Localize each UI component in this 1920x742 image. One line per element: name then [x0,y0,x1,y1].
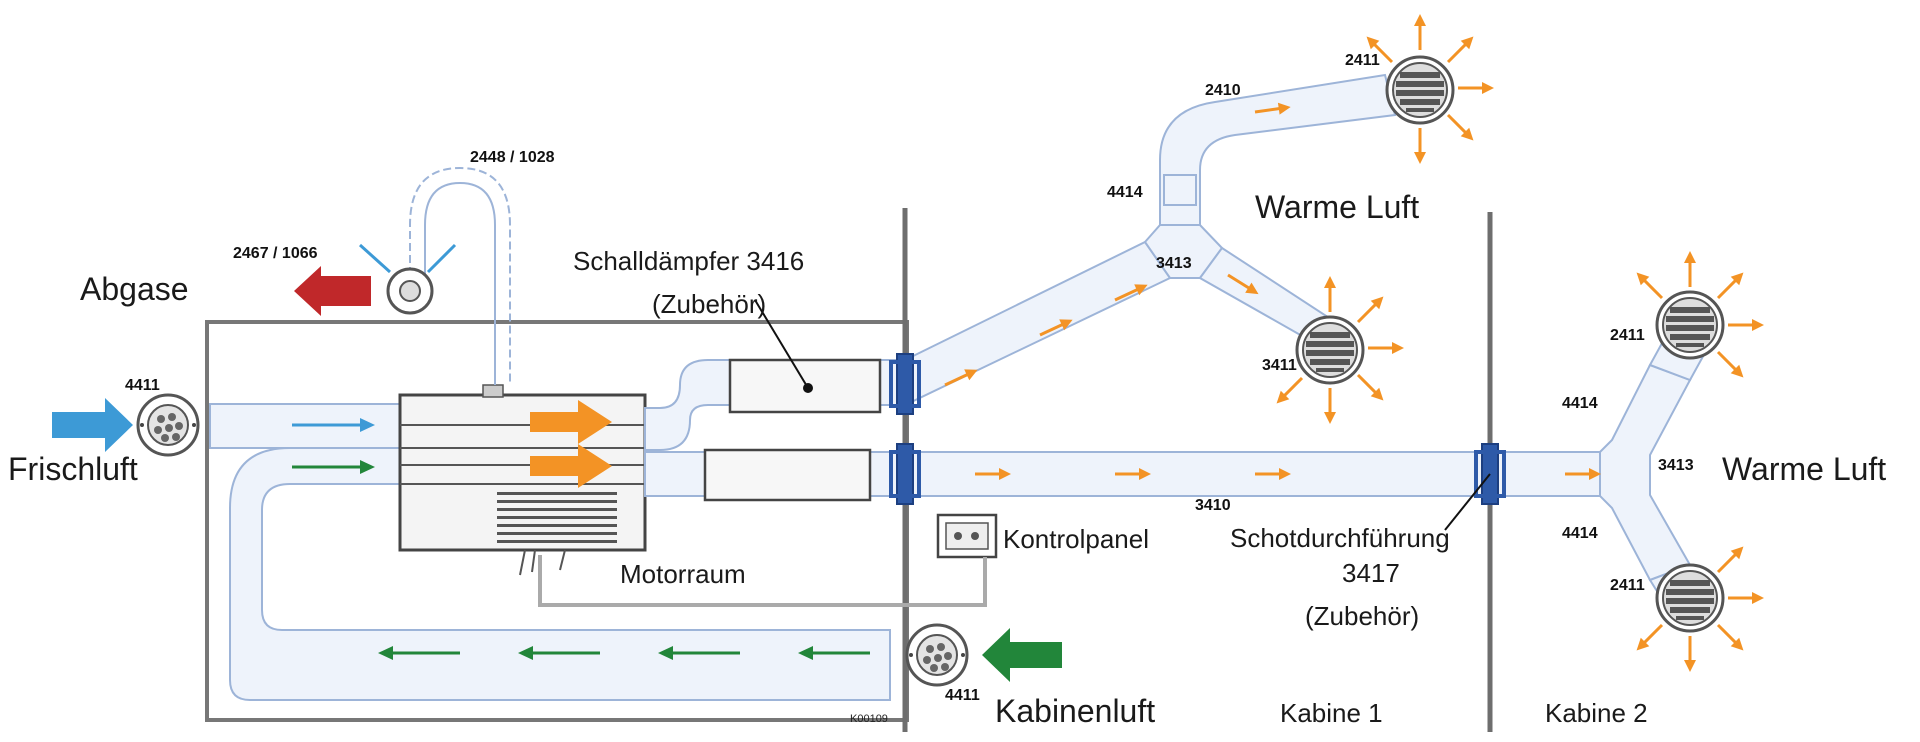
part-3410: 3410 [1195,497,1231,514]
outlet-grille-top [1385,55,1455,125]
control-cable [538,555,987,607]
label-schot-number: 3417 [1342,558,1400,588]
part-2410: 2410 [1205,82,1241,99]
label-image-code: K00109 [850,713,888,725]
label-zubehoer-2: (Zubehör) [1305,601,1419,631]
part-4411-left: 4411 [125,377,160,394]
label-schotdurchfuehrung: Schotdurchführung [1230,523,1450,553]
heater-output-arrows [530,400,612,488]
part-3411: 3411 [1262,357,1297,374]
exhaust-arrow [294,266,371,316]
label-kabinenluft: Kabinenluft [995,693,1155,729]
part-4414-top: 4414 [1107,184,1143,201]
fresh-air-flow-arrows [292,418,375,432]
part-4414-right-lower: 4414 [1562,525,1598,542]
exhaust-pipe [409,166,511,385]
label-warme-luft-1: Warme Luft [1255,189,1419,225]
part-2448-1028: 2448 / 1028 [470,149,555,166]
part-2411-right-upper: 2411 [1610,327,1645,344]
upper-duct-to-y [904,240,1172,407]
cabin-air-arrow [982,628,1062,682]
silencer-leader-line [754,299,809,389]
outlet-grille-right-upper [1655,290,1725,360]
reducer-top [1163,174,1197,206]
part-2411-right-lower: 2411 [1610,577,1645,594]
fresh-air-intake-icon [136,393,200,457]
label-kontrolpanel: Kontrolpanel [1003,524,1149,554]
heater-control-label [497,492,617,543]
outlet-grille-right-lower [1655,563,1725,633]
part-2411-top: 2411 [1345,52,1380,69]
control-panel [936,513,998,559]
y-piece-right [1599,363,1692,582]
label-warme-luft-2: Warme Luft [1722,451,1886,487]
part-4414-right-upper: 4414 [1562,395,1598,412]
cabin-air-return-duct [229,447,891,701]
riser-duct-2410 [1159,73,1397,226]
part-4411-cabin: 4411 [945,687,980,704]
part-3413-right: 3413 [1658,457,1694,474]
schot-leader-line [1444,473,1491,531]
part-2467-1066: 2467 / 1066 [233,245,318,262]
label-frischluft: Frischluft [8,451,138,487]
label-kabine-2: Kabine 2 [1545,698,1648,728]
label-kabine-1: Kabine 1 [1280,698,1383,728]
cabin-air-flow-arrows [292,460,870,660]
part-3413-top: 3413 [1156,255,1192,272]
label-abgase: Abgase [80,271,189,307]
exhaust-pipe-inner [424,181,496,385]
label-schalldaempfer: Schalldämpfer 3416 [573,246,804,276]
heater-unit [398,384,647,576]
fresh-air-arrow [52,398,133,452]
label-zubehoer-1: (Zubehör) [652,289,766,319]
silencer-lower [703,448,872,502]
cabin-air-intake-icon [905,623,969,687]
label-motorraum: Motorraum [620,559,746,589]
outlet-grille-mid [1295,315,1365,385]
